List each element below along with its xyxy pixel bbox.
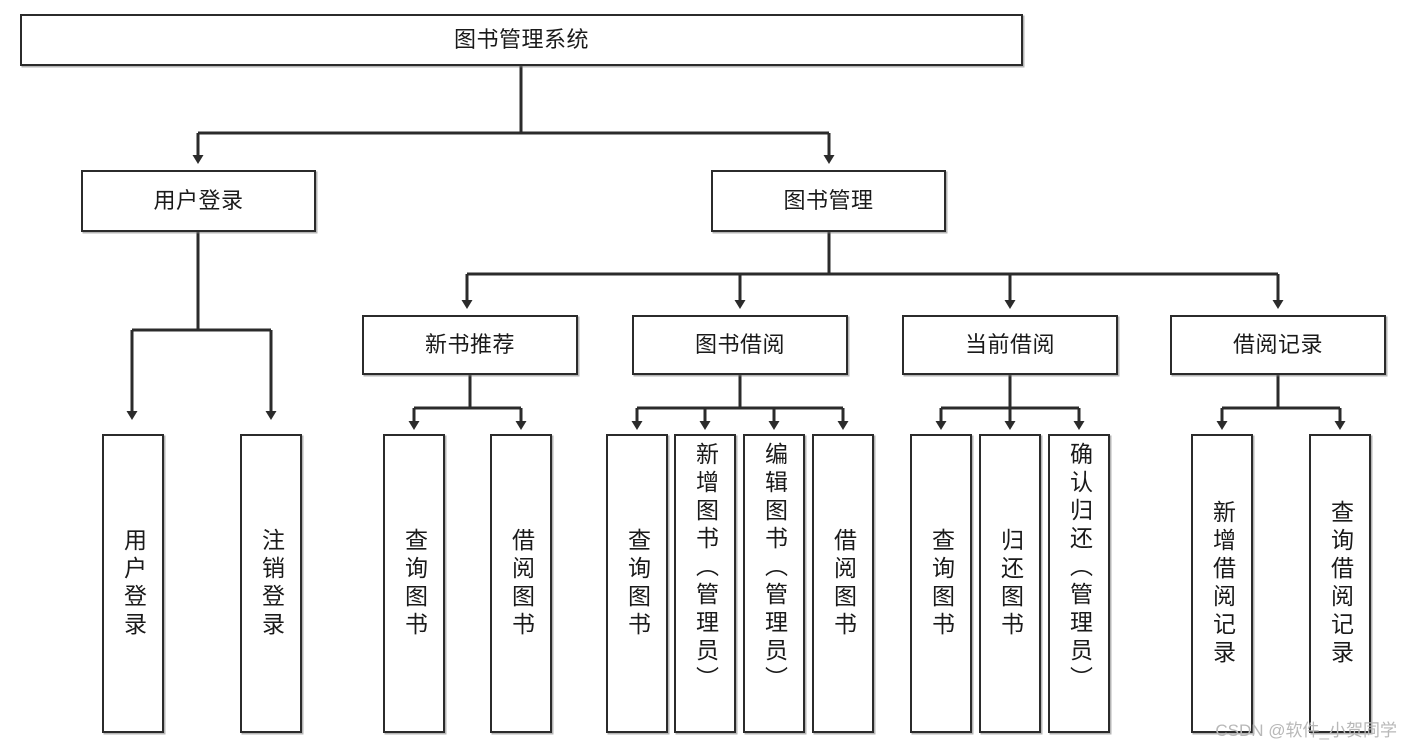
node-root[interactable]: 图书管理系统 [20,14,1023,66]
leaf-logout-login[interactable]: 注销登录 [240,434,302,733]
leaf-add-record-label: 新增借阅记录 [1209,499,1236,668]
leaf-borrow-book-1[interactable]: 借阅图书 [490,434,552,733]
node-current-borrow[interactable]: 当前借阅 [902,315,1118,375]
leaf-query-book-3[interactable]: 查询图书 [910,434,972,733]
leaf-query-book-1-label: 查询图书 [401,527,428,640]
leaf-edit-book[interactable]: 编辑图书（管理员） [743,434,805,733]
node-new-book-recommend[interactable]: 新书推荐 [362,315,578,375]
node-user-login[interactable]: 用户登录 [81,170,316,232]
leaf-query-record-label: 查询借阅记录 [1327,499,1354,668]
node-borrow-record-label: 借阅记录 [1232,331,1323,357]
leaf-logout-login-label: 注销登录 [258,527,285,640]
leaf-confirm-return-label: 确认归还（管理员） [1066,442,1093,694]
leaf-borrow-book-1-label: 借阅图书 [508,527,535,640]
leaf-edit-book-label: 编辑图书（管理员） [761,442,788,694]
node-borrow-record[interactable]: 借阅记录 [1170,315,1386,375]
leaf-return-book-label: 归还图书 [997,527,1024,640]
csdn-watermark: CSDN @软件_小贺同学 [1215,721,1397,740]
node-book-manage-label: 图书管理 [783,187,874,213]
leaf-query-book-1[interactable]: 查询图书 [383,434,445,733]
node-user-login-label: 用户登录 [153,187,244,213]
leaf-borrow-book-2[interactable]: 借阅图书 [812,434,874,733]
node-current-borrow-label: 当前借阅 [964,331,1055,357]
node-book-borrow-label: 图书借阅 [694,331,785,357]
leaf-add-book[interactable]: 新增图书（管理员） [674,434,736,733]
leaf-confirm-return[interactable]: 确认归还（管理员） [1048,434,1110,733]
leaf-user-login-label: 用户登录 [120,527,147,640]
leaf-query-record[interactable]: 查询借阅记录 [1309,434,1371,733]
node-book-manage[interactable]: 图书管理 [711,170,946,232]
node-root-label: 图书管理系统 [453,26,589,52]
leaf-borrow-book-2-label: 借阅图书 [830,527,857,640]
leaf-add-record[interactable]: 新增借阅记录 [1191,434,1253,733]
node-book-borrow[interactable]: 图书借阅 [632,315,848,375]
leaf-query-book-2-label: 查询图书 [624,527,651,640]
node-new-book-recommend-label: 新书推荐 [424,331,515,357]
leaf-user-login[interactable]: 用户登录 [102,434,164,733]
leaf-add-book-label: 新增图书（管理员） [692,442,719,694]
leaf-return-book[interactable]: 归还图书 [979,434,1041,733]
leaf-query-book-2[interactable]: 查询图书 [606,434,668,733]
leaf-query-book-3-label: 查询图书 [928,527,955,640]
